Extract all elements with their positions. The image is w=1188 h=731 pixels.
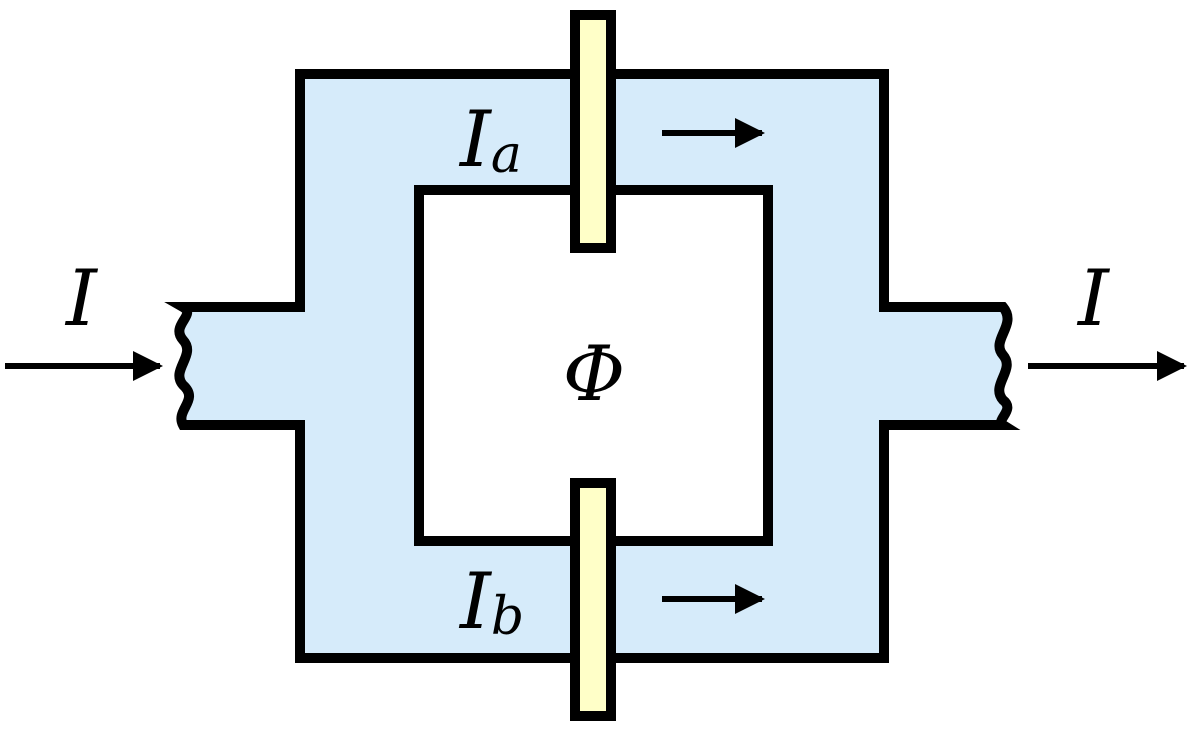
branch-b-subscript: b xyxy=(491,587,524,647)
branch-b-label: Ib xyxy=(458,557,524,647)
junction-bottom xyxy=(570,478,616,721)
branch-a-subscript: a xyxy=(491,125,522,185)
output-current-label: I xyxy=(1076,254,1111,344)
branch-a-main: I xyxy=(458,95,493,185)
branch-b-main: I xyxy=(458,557,493,647)
junction-top xyxy=(570,10,616,253)
branch-a-label: Ia xyxy=(458,95,522,185)
flux-label: Φ xyxy=(563,329,625,418)
input-current-label: I xyxy=(64,254,99,344)
